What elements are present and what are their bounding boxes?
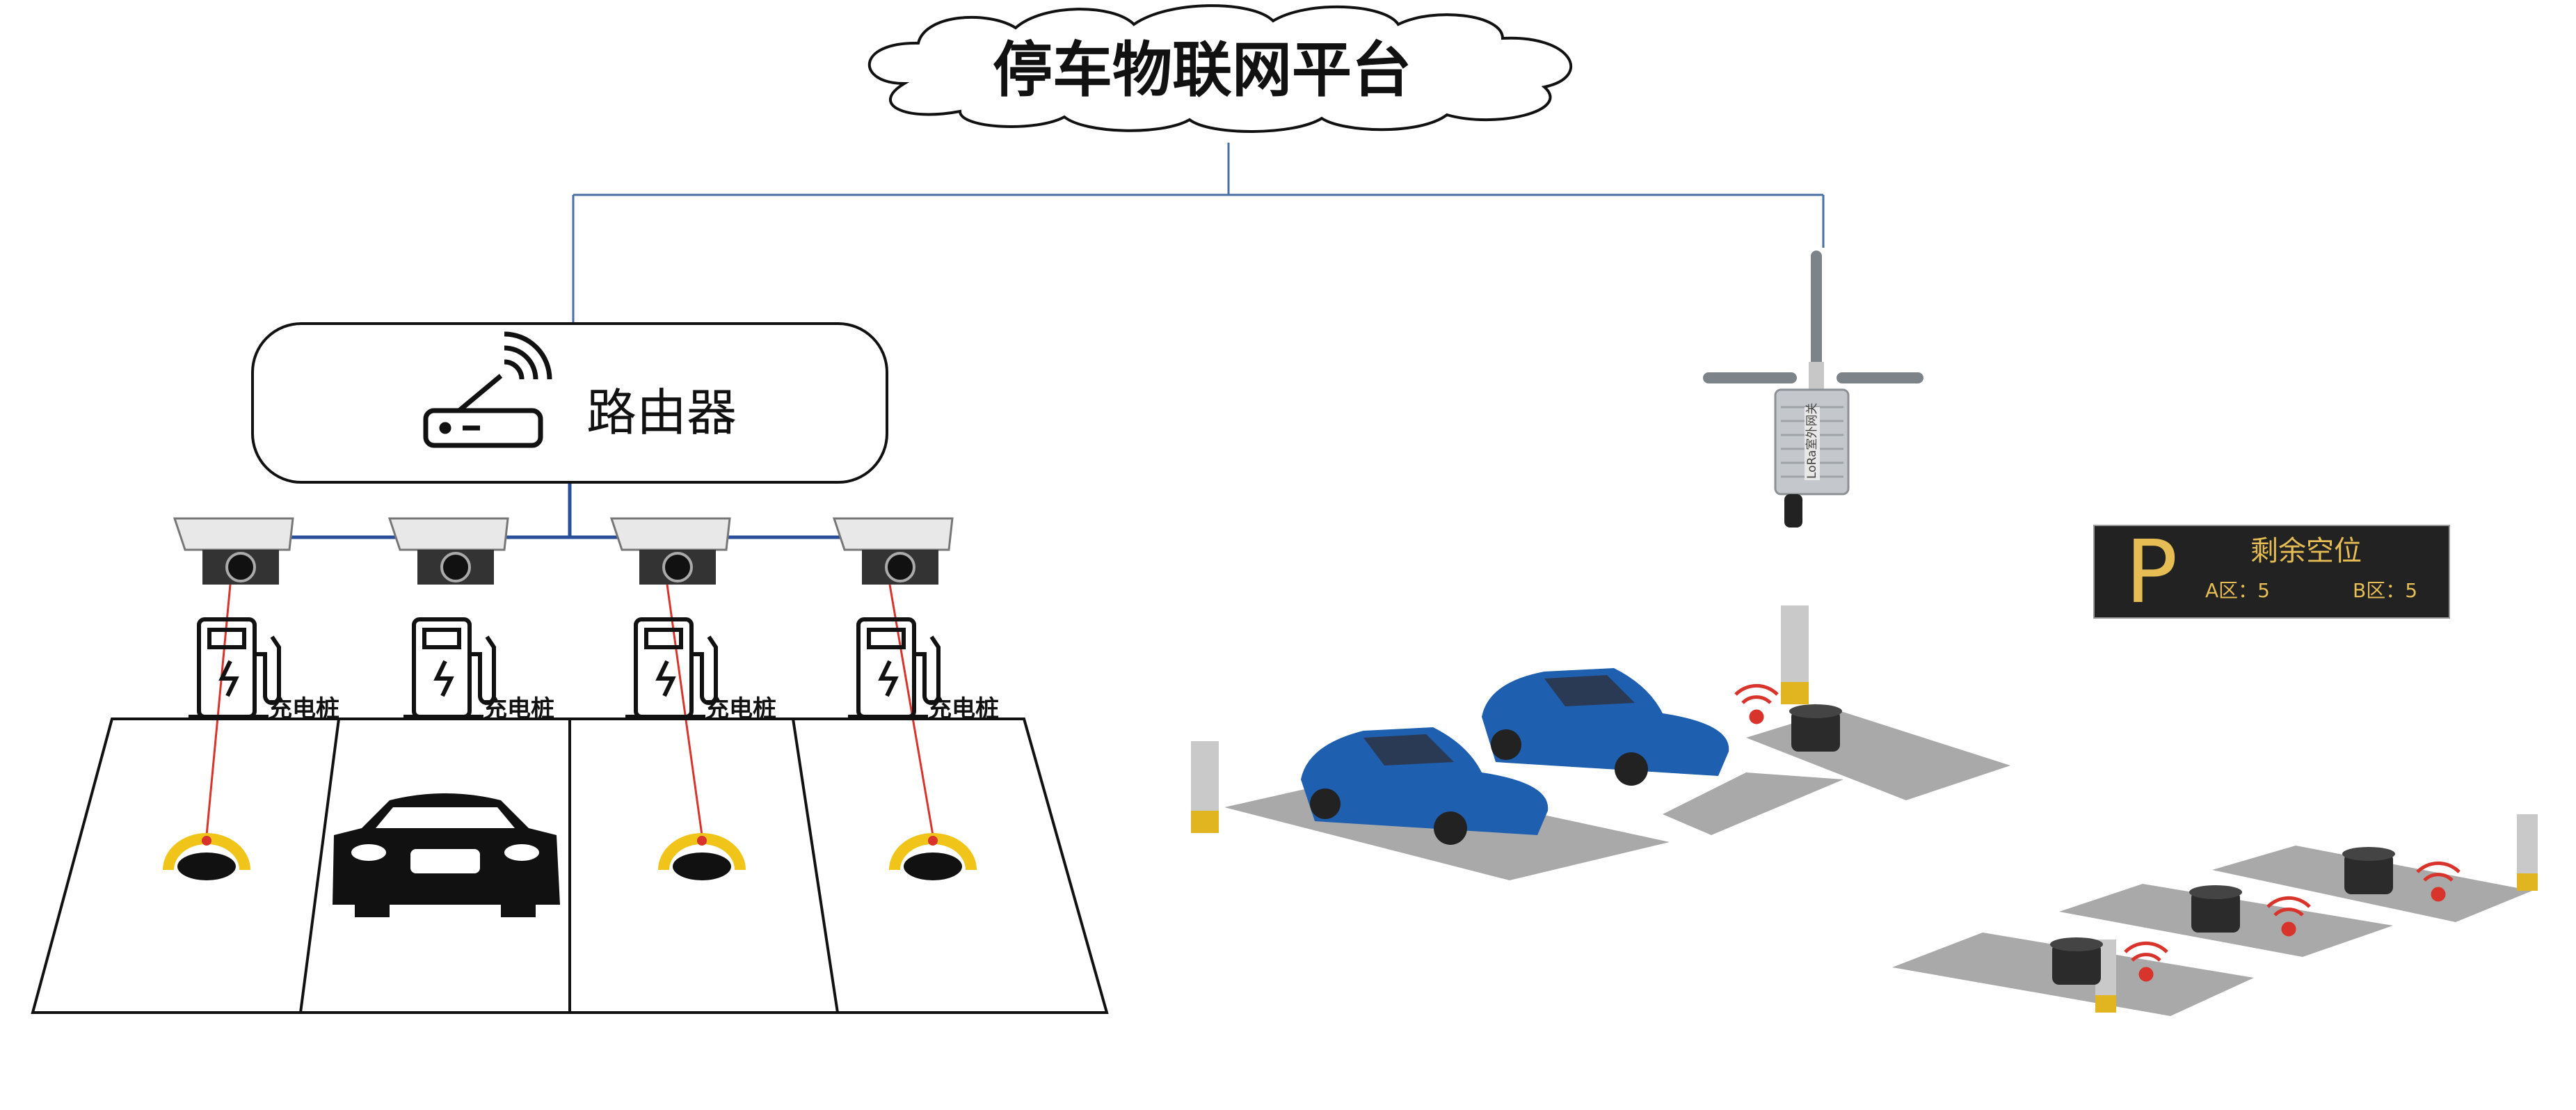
- charging-stations: 充电桩充电桩充电桩充电桩: [163, 517, 999, 880]
- charger-icon: [189, 617, 281, 719]
- wireless-signal-icons: [1734, 683, 2461, 982]
- blue-cars: [1301, 668, 1729, 845]
- gateway-label: LoRa室外网关: [1805, 403, 1819, 479]
- camera-icon: [832, 517, 954, 585]
- router-icon: [423, 331, 552, 448]
- network-links: [239, 143, 1825, 539]
- charging-station: 充电桩: [609, 517, 776, 880]
- bollards: [1191, 605, 2538, 1013]
- platform-title: 停车物联网平台: [993, 35, 1411, 105]
- parking-slots-left: [31, 717, 1109, 1014]
- sign-title: 剩余空位: [2250, 535, 2362, 567]
- router-label: 路由器: [586, 383, 737, 442]
- camera-icon: [173, 517, 294, 585]
- router-box: 路由器: [251, 322, 888, 484]
- parking-lock-icon: [658, 833, 746, 880]
- lora-gateway: LoRa室外网关: [1703, 251, 1923, 528]
- sensor-icon: [2342, 847, 2395, 894]
- sign-logo: P: [2125, 522, 2177, 623]
- charging-station: 充电桩: [163, 517, 339, 880]
- parking-lock-icon: [163, 833, 250, 880]
- sign-zone-b: B区：5: [2353, 579, 2417, 602]
- charger-icon: [848, 617, 941, 719]
- charger-icon: [625, 617, 718, 719]
- parking-sensors: [1734, 683, 2461, 985]
- charging-station: 充电桩: [832, 517, 999, 880]
- charger-icon: [403, 617, 496, 719]
- sensor-icon: [1789, 704, 1842, 752]
- charging-station: 充电桩: [387, 517, 554, 723]
- sensor-icon: [2050, 937, 2103, 985]
- cloud-platform: 停车物联网平台: [867, 4, 1573, 133]
- vacancy-sign: P 剩余空位 A区：5 B区：5: [2093, 522, 2450, 623]
- camera-icon: [609, 517, 731, 585]
- parking-lock-icon: [889, 833, 977, 880]
- camera-icon: [387, 517, 509, 585]
- car-front-icon: [333, 793, 560, 917]
- sign-zone-a: A区：5: [2205, 579, 2270, 602]
- sensor-icon: [2189, 885, 2242, 933]
